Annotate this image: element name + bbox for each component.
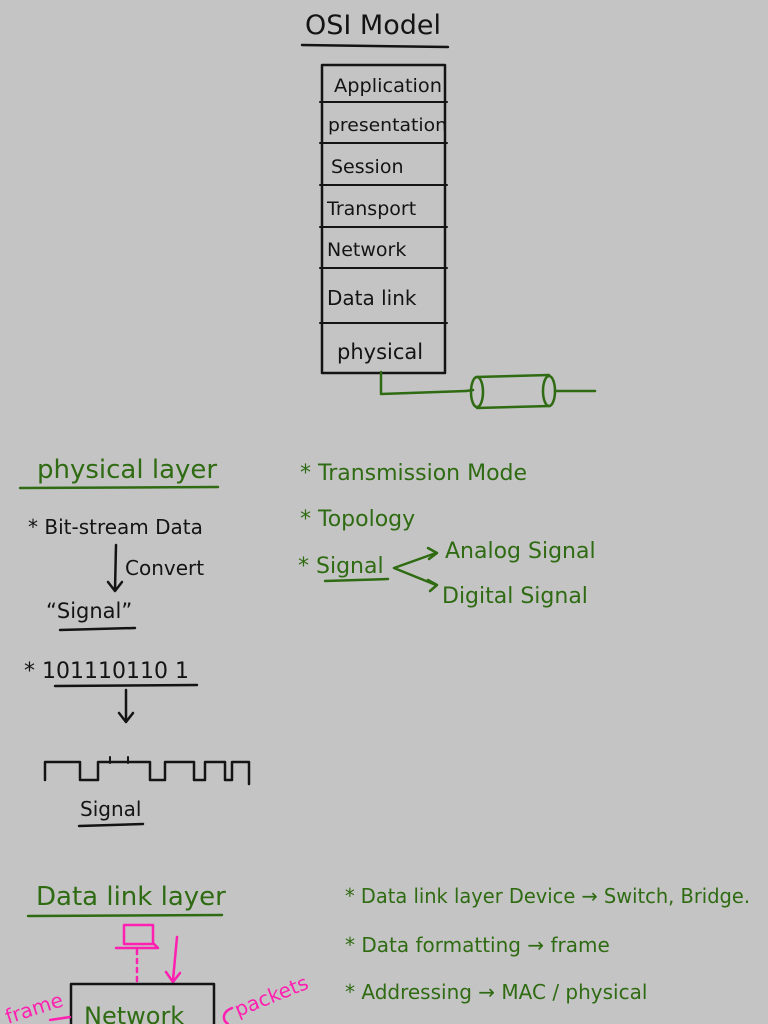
osi-layer-presentation: presentation — [328, 115, 447, 136]
osi-title-underline — [300, 43, 450, 49]
osi-stack-border — [320, 63, 447, 375]
network-box — [69, 982, 216, 1024]
physical-heading-underline — [18, 485, 220, 490]
packets-arrow — [222, 1006, 234, 1024]
down-arrow-icon — [164, 935, 182, 984]
signal-quoted: “Signal” — [46, 599, 132, 623]
datalink-note-formatting: * Data formatting → frame — [345, 933, 610, 957]
signal-type-digital: Digital Signal — [442, 584, 588, 609]
osi-layer-transport: Transport — [326, 198, 416, 220]
branch-arrow-icon — [392, 546, 439, 593]
datalink-note-addressing: * Addressing → MAC / physical — [345, 980, 647, 1004]
bit-stream-text: * Bit-stream Data — [28, 515, 203, 539]
convert-label: Convert — [125, 556, 204, 580]
feature-signal-underline — [323, 577, 390, 583]
datalink-heading-underline — [26, 913, 224, 918]
osi-title: OSI Model — [305, 10, 441, 41]
signal-underline — [58, 626, 137, 632]
down-arrow-icon — [106, 543, 124, 593]
packets-label: packets — [231, 970, 312, 1021]
square-wave-icon — [43, 756, 251, 786]
osi-layer-datalink: Data link — [327, 286, 417, 310]
physical-layer-heading: physical layer — [37, 455, 217, 485]
osi-layer-application: Application — [334, 75, 442, 97]
cable-icon — [379, 370, 597, 410]
signal-caption: Signal — [80, 797, 141, 821]
computer-icon — [114, 923, 160, 984]
bits-underline — [53, 683, 199, 688]
signal-caption-underline — [77, 822, 145, 828]
signal-type-analog: Analog Signal — [445, 539, 596, 564]
osi-layer-physical: physical — [337, 340, 423, 364]
osi-stack: Application presentation Session Transpo… — [319, 63, 448, 375]
osi-layer-network: Network — [327, 239, 406, 261]
feature-transmission-mode: * Transmission Mode — [300, 461, 527, 486]
datalink-note-device: * Data link layer Device → Switch, Bridg… — [345, 884, 750, 908]
feature-signal: * Signal — [298, 554, 384, 579]
bit-sequence: * 101110110 1 — [24, 659, 189, 684]
network-box-label: Network — [84, 1002, 184, 1024]
datalink-layer-heading: Data link layer — [36, 882, 226, 912]
feature-topology: * Topology — [300, 507, 415, 532]
frame-arrow — [48, 1015, 72, 1022]
down-arrow-icon — [117, 688, 135, 724]
osi-layer-session: Session — [331, 156, 404, 178]
